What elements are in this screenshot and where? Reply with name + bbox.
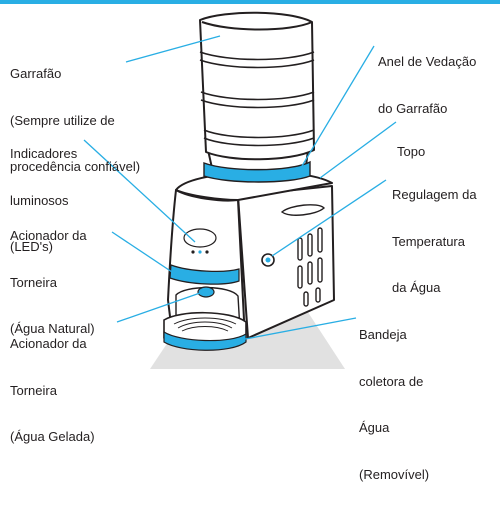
label-acionador-gelada-line-2: Torneira bbox=[10, 382, 57, 398]
label-acionador-natural-line-3: (Água Natural) bbox=[10, 321, 95, 336]
label-acionador-natural-line-1: Acionador da bbox=[10, 228, 87, 243]
temperature-knob-center bbox=[265, 257, 271, 263]
label-regulagem-line-1: Regulagem da bbox=[392, 187, 477, 202]
label-acionador-natural-line-2: Torneira bbox=[10, 274, 57, 290]
label-bandeja-line-4: (Removível) bbox=[359, 466, 430, 482]
leader-lines bbox=[83, 35, 397, 341]
leader-regulagem bbox=[271, 179, 387, 257]
dispenser-illustration bbox=[0, 0, 500, 369]
label-bandeja-line-2: coletora de bbox=[359, 373, 424, 389]
label-topo: Topo bbox=[397, 113, 425, 191]
label-bandeja: Bandeja coletora de Água (Removível) bbox=[359, 296, 429, 513]
water-dispenser-diagram: Garrafão (Sempre utilize de procedência … bbox=[0, 0, 500, 482]
label-garrafao: Garrafão (Sempre utilize de procedência … bbox=[10, 35, 140, 206]
leader-garrafao bbox=[125, 35, 221, 63]
leader-acionador-gelada bbox=[116, 292, 201, 323]
label-acionador-gelada: Acionador da Torneira (Água Gelada) bbox=[10, 305, 95, 476]
natural-water-actuator-band bbox=[169, 264, 240, 285]
label-anel-line-2: do Garrafão bbox=[378, 100, 448, 116]
label-regulagem: Regulagem da Temperatura da Água bbox=[392, 156, 477, 327]
label-bandeja-line-3: Água bbox=[359, 420, 390, 435]
led-2 bbox=[198, 250, 202, 254]
label-indicadores-line-2: luminosos bbox=[10, 192, 69, 208]
label-garrafao-line-2: (Sempre utilize de bbox=[10, 112, 115, 128]
label-regulagem-line-3: da Água bbox=[392, 280, 441, 295]
label-bandeja-line-1: Bandeja bbox=[359, 327, 407, 342]
label-garrafao-line-3: procedência confiável) bbox=[10, 159, 141, 174]
side-vents bbox=[280, 204, 326, 307]
leader-topo bbox=[319, 121, 397, 179]
label-acionador-natural: Acionador da Torneira (Água Natural) bbox=[10, 197, 95, 368]
label-anel: Anel de Vedação do Garrafão bbox=[378, 23, 476, 147]
label-garrafao-line-1: Garrafão bbox=[10, 66, 62, 81]
leader-anel bbox=[301, 45, 375, 167]
label-topo-line-1: Topo bbox=[397, 144, 426, 159]
drip-tray bbox=[163, 311, 247, 351]
label-indicadores-line-1: Indicadores bbox=[10, 146, 78, 161]
label-indicadores-line-3: (LED's) bbox=[10, 239, 53, 254]
label-regulagem-line-2: Temperatura bbox=[392, 233, 465, 249]
label-acionador-gelada-line-3: (Água Gelada) bbox=[10, 429, 95, 444]
label-anel-line-1: Anel de Vedação bbox=[378, 54, 477, 69]
top-accent-bar bbox=[0, 0, 500, 4]
cold-water-button bbox=[197, 286, 215, 298]
sealing-ring bbox=[203, 160, 311, 183]
leader-acionador-natural bbox=[111, 231, 173, 273]
led-3 bbox=[205, 250, 209, 254]
label-indicadores: Indicadores luminosos (LED's) bbox=[10, 115, 77, 286]
leader-indicadores bbox=[83, 139, 196, 243]
led-1 bbox=[191, 250, 195, 254]
water-bottle bbox=[199, 11, 315, 174]
label-acionador-gelada-line-1: Acionador da bbox=[10, 336, 87, 351]
leader-bandeja bbox=[239, 317, 357, 341]
logo-plate bbox=[183, 228, 217, 248]
